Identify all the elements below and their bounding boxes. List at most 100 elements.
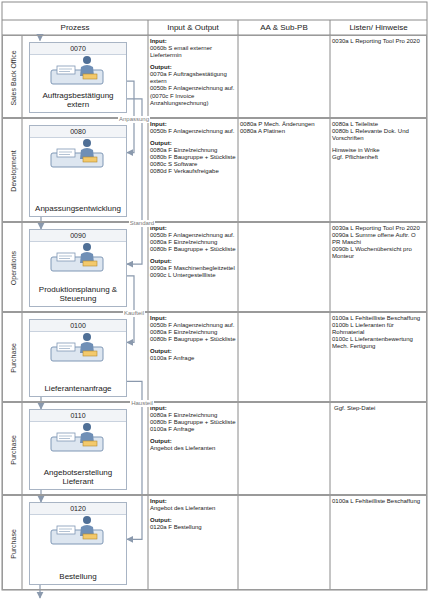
flow-arrow [40, 397, 41, 409]
process-icon [51, 516, 103, 544]
process-icon [51, 333, 103, 361]
cell-text: 0100c L Lieferantenbewertung Mech. Ferti… [332, 336, 425, 350]
table-cell: 0030a L Reporting Tool Pro 20200090a L S… [332, 225, 425, 260]
table-cell: Input:Angebot des LieferantenOutput:0120… [150, 498, 236, 531]
cell-text: Angebot des Lieferanten [150, 505, 236, 512]
lane-label: Sales Back Office [10, 50, 17, 105]
column-header: Input & Output [148, 21, 238, 35]
cell-text: 0090b L Wochenübersicht pro Monteur [332, 246, 425, 260]
process-name: Lieferantenanfrage [33, 384, 123, 393]
cell-text: 0090c L Untergestellliste [150, 272, 236, 279]
process-icon [51, 139, 103, 167]
table-cell: Input:0050b F Anlagenzeichnung auf.Outpu… [150, 121, 236, 176]
header-text: Prozess [2, 21, 148, 35]
cell-text: 0080b F Baugruppe + Stückliste [150, 154, 236, 161]
column-header: Listen/ Hinweise [330, 21, 427, 35]
cell-text: 0080a F Einzelzeichnung [150, 147, 236, 154]
cell-text: 0090a F Maschinenbegleitzettel [150, 265, 236, 272]
cell-text: 0080b F Baugruppe + Stückliste [150, 419, 236, 426]
process-name: Bestellung [33, 572, 123, 581]
process-box: 0120Bestellung [29, 502, 127, 585]
cell-text: 0080a A Platinen [240, 128, 328, 135]
cell-text: 0090a L Summe offene Auftr. O PR Maschi [332, 232, 425, 246]
header-text: Listen/ Hinweise [330, 21, 427, 35]
process-icon [51, 243, 103, 271]
cell-text: 0080a L Teileliste [332, 121, 425, 128]
lane-label: Purchase [10, 343, 17, 373]
cell-text: 0080b F Baugruppe + Stückliste [150, 336, 236, 343]
edge-label: Anpassung [118, 116, 150, 123]
cell-text: 0050b F Anlagenzeichnung auf. [150, 322, 236, 329]
column-header: AA & Sub-PB [238, 21, 330, 35]
process-box: 0080Anpassungsentwicklung [29, 125, 127, 217]
table-cell: Input:0060b S email externer Liefertermi… [150, 38, 236, 107]
process-icon [51, 423, 103, 451]
cell-text: 0080a P Mech. Änderungen [240, 121, 328, 128]
process-name: Angebotserstellung Lieferant [33, 468, 123, 486]
process-name: Auftragsbestätigung extern [33, 91, 123, 109]
cell-text: Output: [150, 64, 236, 71]
cell-text: (0070c F Invoice Anzahlungsrechnung) [150, 93, 236, 107]
cell-text: 0070a F Auftragsbestätigung extern [150, 71, 236, 85]
cell-text: Ggf. Pflichtenheft [332, 154, 425, 161]
cell-text: 0050b F Anlagenzeichnung auf. [150, 128, 236, 135]
outer-frame [2, 2, 427, 590]
process-number: 0080 [30, 126, 126, 138]
cell-text: 0060b S email externer Liefertermin [150, 45, 236, 59]
table-cell: 0030a L Reporting Tool Pro 2020 [332, 38, 425, 45]
lane-label: Development [10, 150, 17, 191]
cell-text: 0050b F Anlagenzeichnung auf. [150, 232, 236, 239]
table-cell: 0080a L Teileliste0080b L Relevante Dok.… [332, 121, 425, 161]
process-number: 0100 [30, 320, 126, 332]
cell-text: 0080b L Relevante Dok. Und Vorschriften [332, 128, 425, 142]
flow-arrow [40, 217, 41, 229]
cell-text: 0080c S Software [150, 161, 236, 168]
cell-text: Input: [150, 225, 236, 232]
cell-text: 0100a L Fehlteilliste Beschaffung [332, 315, 425, 322]
table-cell: 0100a L Fehlteilliste Beschaffung [332, 498, 425, 505]
process-box: 0110Angebotserstellung Lieferant [29, 409, 127, 490]
edge-label: Kaufteil [123, 310, 145, 317]
grid-line [2, 20, 427, 21]
grid-line [238, 20, 239, 590]
cell-text: Angebot des Lieferanten [150, 445, 236, 452]
edge-label: Standard [129, 220, 155, 227]
cell-text: Output: [150, 438, 236, 445]
table-cell: 0080a P Mech. Änderungen0080a A Platinen [240, 121, 328, 135]
grid-line [148, 20, 149, 590]
cell-text: Input: [150, 121, 236, 128]
cell-text: 0080d F Verkaufsfreigabe [150, 168, 236, 175]
header-text: Input & Output [148, 21, 238, 35]
table-cell: Input:0080a F Einzelzeichnung0080b F Bau… [150, 405, 236, 452]
process-name: Produktionsplanung & Steuerung [33, 285, 123, 303]
cell-text: 0080b F Baugruppe + Stückliste [150, 246, 236, 253]
flow-arrow [40, 490, 41, 502]
cell-text: Hinweise in Wrike [332, 147, 425, 154]
cell-text: Output: [150, 348, 236, 355]
cell-text: Output: [150, 258, 236, 265]
flow-arrow [127, 99, 142, 264]
lane-label: Purchase [10, 435, 17, 465]
cell-text: 0100a F Anfrage [150, 355, 236, 362]
process-number: 0120 [30, 503, 126, 515]
table-cell: Input:0050b F Anlagenzeichnung auf.0080a… [150, 315, 236, 362]
cell-text: Input: [150, 498, 236, 505]
cell-text: Output: [150, 517, 236, 524]
cell-text: 0030a L Reporting Tool Pro 2020 [332, 38, 425, 45]
cell-text: 0030a L Reporting Tool Pro 2020 [332, 225, 425, 232]
cell-text: Input: [150, 315, 236, 322]
process-number: 0070 [30, 43, 126, 55]
lane-label: Operations [10, 251, 17, 285]
cell-text: Ggf. Step-Datei [334, 405, 425, 412]
column-header: Prozess [2, 21, 148, 35]
cell-text: 0120a F Bestellung [150, 524, 236, 531]
process-icon [51, 56, 103, 84]
process-name: Anpassungsentwicklung [33, 204, 123, 213]
header-text: AA & Sub-PB [238, 21, 330, 35]
lane-label: Purchase [10, 529, 17, 559]
process-box: 0090Produktionsplanung & Steuerung [29, 229, 127, 307]
table-cell: Input:0050b F Anlagenzeichnung auf.0080a… [150, 225, 236, 280]
process-number: 0090 [30, 230, 126, 242]
cell-text: 0100a F Anfrage [150, 426, 236, 433]
